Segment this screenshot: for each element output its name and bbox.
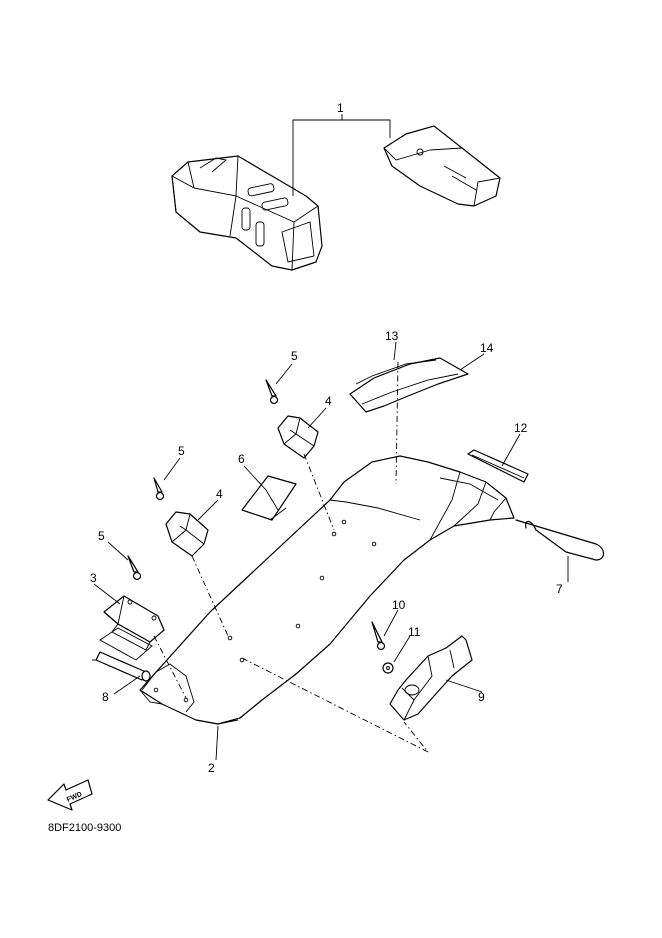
rear-bracket[interactable]	[389, 635, 473, 721]
callout-6: 6	[238, 452, 245, 466]
callout-13: 13	[385, 329, 399, 343]
callout-4-lower: 4	[216, 487, 223, 501]
callout-5-upper: 5	[291, 349, 298, 363]
reflector-plate[interactable]	[349, 357, 469, 413]
callout-3: 3	[90, 571, 97, 585]
screw-10[interactable]	[371, 621, 386, 651]
callout-1: 1	[337, 101, 344, 115]
callout-leaders	[93, 341, 569, 761]
hook-rod[interactable]	[515, 519, 605, 561]
bracket-upper[interactable]	[277, 415, 319, 459]
warning-label[interactable]	[241, 475, 297, 521]
side-plate[interactable]	[467, 449, 529, 483]
assembly-lines	[153, 361, 429, 753]
callout-1-leader	[292, 114, 391, 196]
screw-5c[interactable]	[127, 555, 142, 581]
washer-11[interactable]	[382, 662, 394, 674]
callout-4-upper: 4	[325, 394, 332, 408]
fwd-arrow-icon: FWD	[47, 779, 93, 811]
callout-2: 2	[208, 761, 215, 775]
callout-numbers: 1 13 14 5 4 12 5 6 4 5 3 7 10 11 9 8 2	[90, 101, 563, 775]
callout-7: 7	[556, 582, 563, 596]
callout-10: 10	[392, 598, 406, 612]
screw-5a[interactable]	[265, 379, 279, 405]
callout-5-middle: 5	[178, 444, 185, 458]
screw-5b[interactable]	[153, 477, 165, 501]
callout-5-lower: 5	[98, 529, 105, 543]
diagram-code: 8DF2100-9300	[48, 822, 121, 834]
callout-8: 8	[102, 690, 109, 704]
tool-bag[interactable]	[171, 155, 323, 271]
callout-9: 9	[478, 690, 485, 704]
long-bolt[interactable]	[92, 651, 151, 682]
callout-14: 14	[480, 341, 494, 355]
mount-bracket[interactable]	[99, 595, 165, 661]
rear-fender[interactable]	[139, 455, 515, 725]
tool-pouch[interactable]	[383, 125, 501, 207]
bracket-lower[interactable]	[165, 511, 209, 557]
callout-12: 12	[514, 421, 528, 435]
callout-11: 11	[408, 625, 421, 639]
